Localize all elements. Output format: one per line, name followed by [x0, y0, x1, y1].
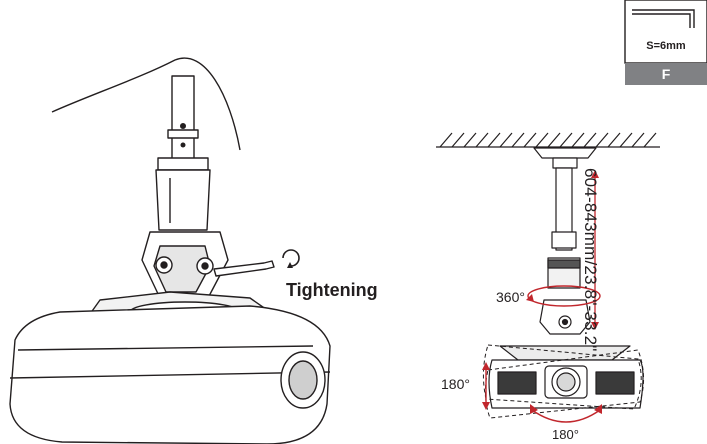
height-dimension-line [591, 170, 599, 330]
right-mount-illustration [488, 147, 644, 409]
right-pole [555, 167, 573, 251]
extension-pole [171, 75, 195, 167]
hex-key-icon [624, 0, 707, 64]
tilt-180-arrow-icon [482, 362, 490, 410]
pole-collar [157, 157, 209, 171]
swivel-180-label: 180° [552, 427, 579, 442]
left-mount-illustration [9, 57, 331, 444]
rotation-360-label: 360° [496, 289, 525, 305]
tool-letter-badge: F [625, 63, 707, 85]
cable [51, 57, 241, 151]
ceiling-plate [533, 147, 597, 159]
ceiling [436, 132, 660, 148]
rotation-360-arrow-icon [526, 285, 601, 307]
tilt-180-label: 180° [441, 376, 470, 392]
height-range-label: 604-843mm/23.8"-33.2" [581, 168, 600, 352]
swivel-180-arrow-icon [530, 404, 602, 423]
tool-size-label: S=6mm [646, 40, 686, 52]
allen-key [213, 260, 275, 277]
tightening-arrow-icon [282, 249, 300, 267]
tool-card: S=6mm F [625, 0, 707, 85]
tightening-label: Tightening [286, 280, 378, 300]
